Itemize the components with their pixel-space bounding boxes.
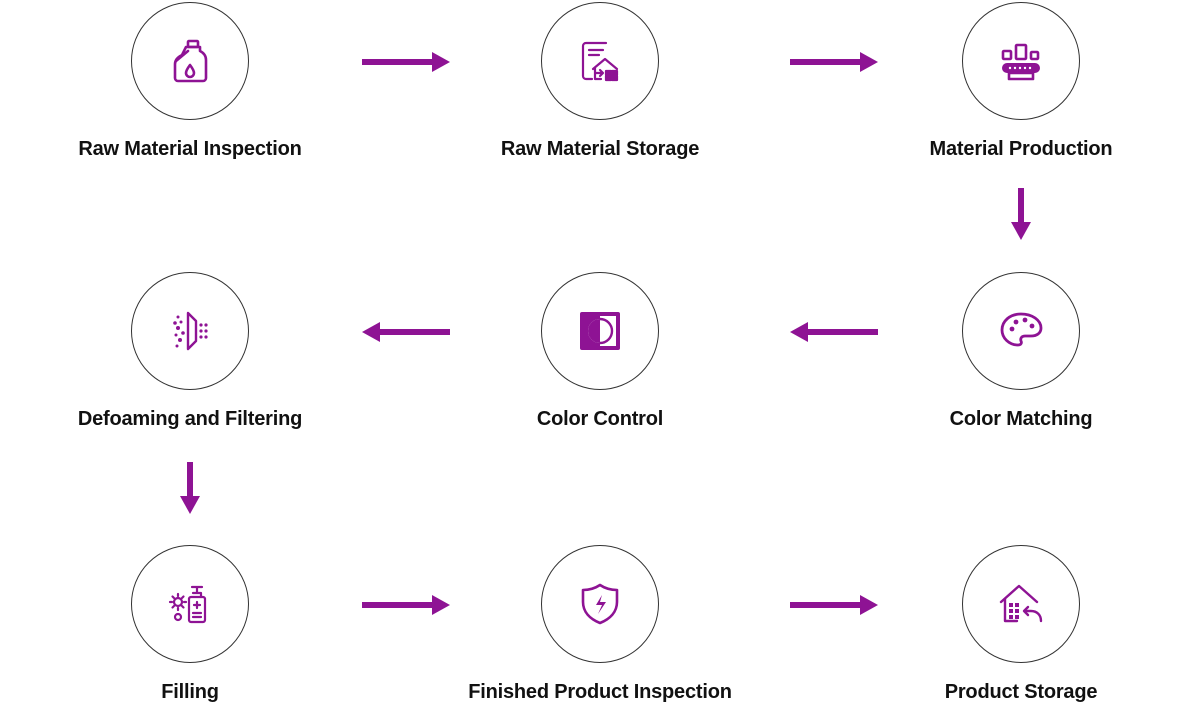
step-circle: [962, 2, 1080, 120]
arrow-right: [790, 52, 878, 72]
step-raw-material-storage: Raw Material Storage: [450, 2, 750, 161]
step-label: Material Production: [929, 138, 1113, 160]
arrow-down: [180, 462, 200, 514]
storage-return-icon: [999, 584, 1043, 623]
step-filling: Filling: [40, 545, 340, 704]
step-circle: [541, 2, 659, 120]
palette-icon: [1000, 312, 1043, 347]
step-circle: [541, 545, 659, 663]
step-defoaming-and-filtering: Defoaming and Filtering: [40, 272, 340, 431]
warehouse-storage-icon: [581, 41, 619, 82]
step-color-matching: Color Matching: [871, 272, 1171, 431]
arrow-left: [790, 322, 878, 342]
step-label: Raw Material Inspection: [78, 138, 302, 160]
conveyor-belt-icon: [1001, 43, 1040, 81]
step-label: Color Control: [536, 408, 664, 430]
step-material-production: Material Production: [871, 2, 1171, 161]
arrow-right: [790, 595, 878, 615]
arrow-right: [362, 52, 450, 72]
step-raw-material-inspection: Raw Material Inspection: [40, 2, 340, 161]
contrast-icon: [580, 312, 620, 350]
step-label: Color Matching: [949, 408, 1093, 430]
step-product-storage: Product Storage: [871, 545, 1171, 704]
step-label: Raw Material Storage: [500, 138, 700, 160]
step-circle: [541, 272, 659, 390]
step-finished-product-inspection: Finished Product Inspection: [450, 545, 750, 704]
step-circle: [962, 272, 1080, 390]
step-circle: [962, 545, 1080, 663]
dispenser-bottle-icon: [168, 585, 207, 624]
step-circle: [131, 272, 249, 390]
filter-icon: [173, 311, 208, 351]
step-circle: [131, 2, 249, 120]
step-color-control: Color Control: [450, 272, 750, 431]
step-label: Filling: [161, 681, 219, 703]
bottle-drop-icon: [173, 39, 208, 83]
arrow-right: [362, 595, 450, 615]
arrow-left: [362, 322, 450, 342]
step-label: Product Storage: [944, 681, 1098, 703]
step-label: Finished Product Inspection: [468, 681, 732, 703]
step-label: Defoaming and Filtering: [77, 408, 303, 430]
shield-bolt-icon: [581, 583, 619, 625]
arrow-down: [1011, 188, 1031, 240]
step-circle: [131, 545, 249, 663]
